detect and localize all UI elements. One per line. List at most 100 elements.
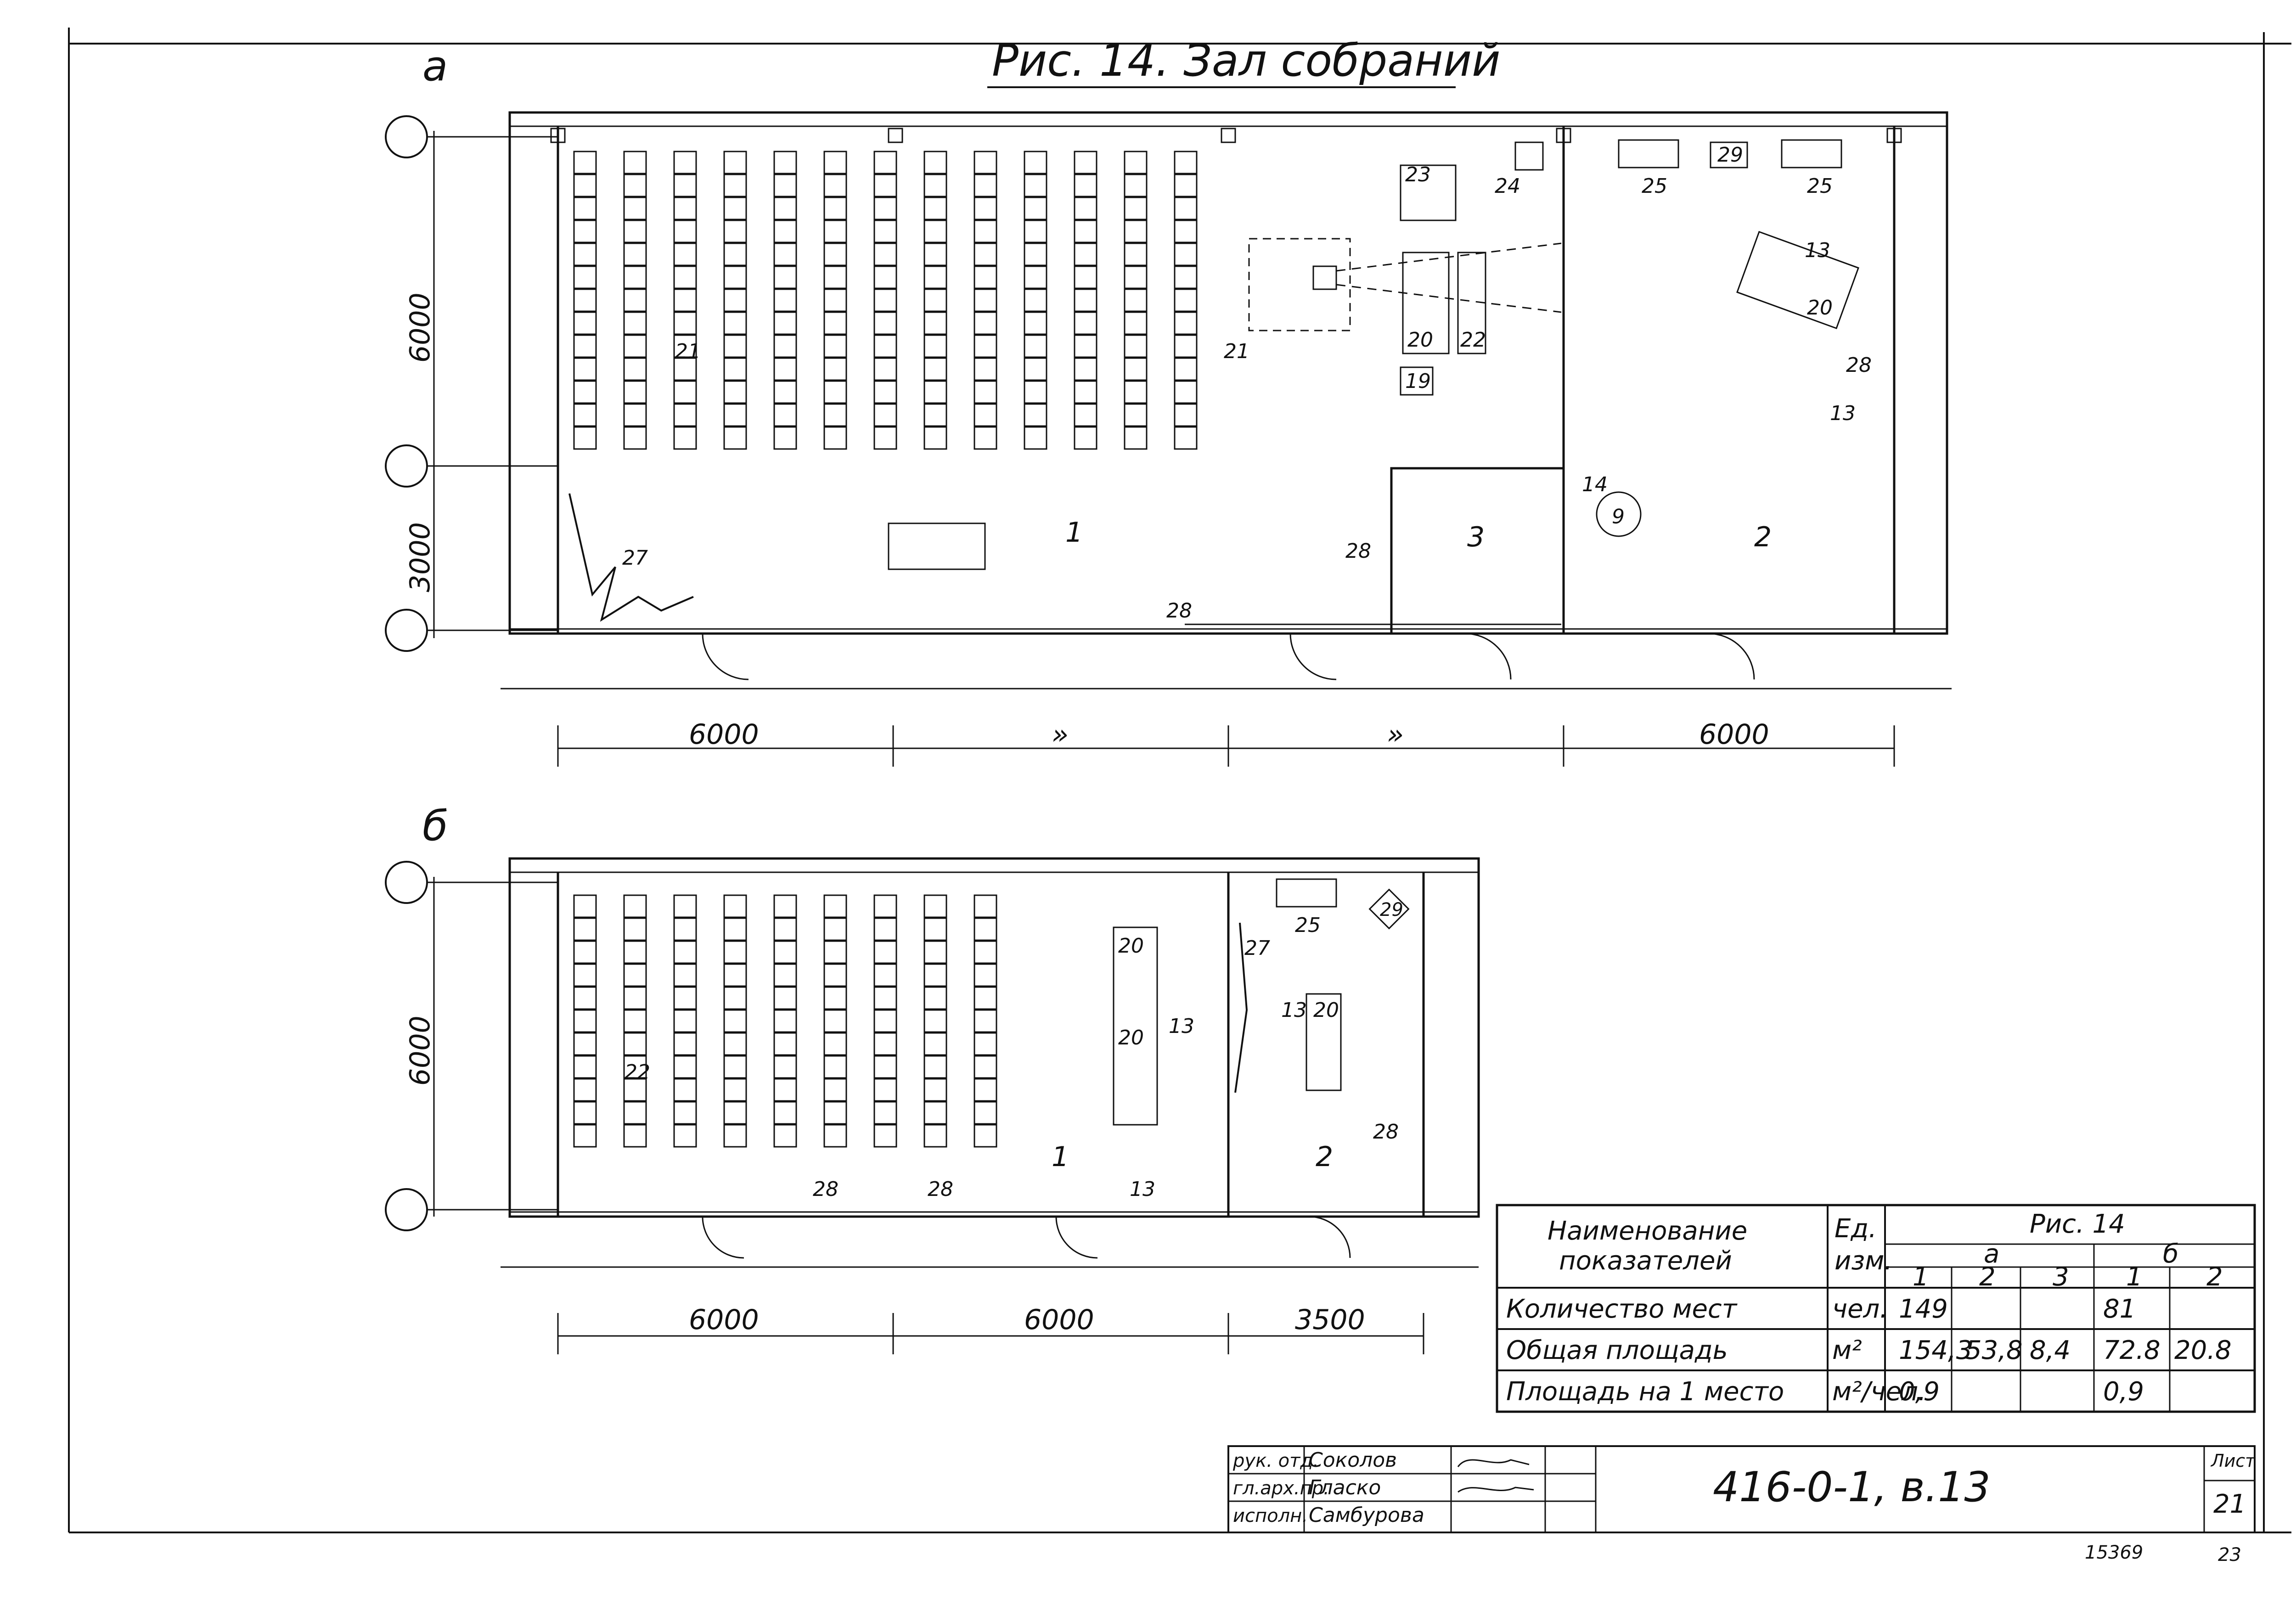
seat [673,1032,697,1056]
seat [873,1009,897,1033]
seat [873,403,897,427]
seat [773,986,797,1010]
seat [1174,151,1198,174]
door-swing [1464,633,1512,680]
plan-b [385,857,1480,1354]
seat [974,1009,997,1033]
seat [623,151,647,174]
seat [623,311,647,335]
seat [873,219,897,243]
seat [873,894,897,918]
seat [823,219,847,243]
seat [974,1055,997,1079]
dim-a-h1: 6000 [689,718,759,751]
seat-rows-b [573,894,997,1148]
seat [673,174,697,197]
seat [1024,403,1047,427]
seat [773,265,797,289]
seat [673,917,697,941]
equipment-29-b [1368,888,1410,930]
subheader: 2 [2206,1262,2223,1292]
seat [673,219,697,243]
seat [673,357,697,381]
seat [923,403,947,427]
seat [974,1101,997,1125]
column [888,128,903,143]
seat [1174,242,1198,266]
seat [673,963,697,987]
seat [974,219,997,243]
name-2: Гласко [1309,1476,1381,1499]
seat [1074,357,1097,381]
seat [623,242,647,266]
seat [623,288,647,312]
seat [623,1124,647,1148]
seat [974,288,997,312]
tag: 25 [1295,914,1321,937]
seat [723,986,747,1010]
seat [773,1032,797,1056]
seat [573,311,597,335]
equipment-24 [1514,141,1544,171]
seat [873,288,897,312]
seat [623,894,647,918]
seat [773,1078,797,1102]
tag: 28 [1166,599,1192,623]
seat [873,265,897,289]
seat [573,151,597,174]
seat [873,242,897,266]
seat [974,426,997,450]
column [550,128,566,143]
table-cell: 154,3 [1899,1335,1972,1365]
seat [673,242,697,266]
page-number: 23 [2218,1544,2241,1565]
seat [673,1009,697,1033]
seat [974,357,997,381]
seat [823,380,847,404]
seat [573,357,597,381]
seat [974,151,997,174]
seat [673,1078,697,1102]
door-swing [1308,1216,1351,1258]
tag: 13 [1130,1178,1155,1201]
figure-title: Рис. 14. Зал собраний [992,35,1501,86]
seat [573,894,597,918]
table-cell: 20.8 [2174,1335,2232,1365]
seat [923,311,947,335]
tag: 23 [1405,163,1431,186]
equipment-25 [1618,139,1679,168]
round-table-9 [1596,491,1642,537]
seat [673,1124,697,1148]
seat [1124,357,1148,381]
tag: 22 [1460,328,1486,352]
seat [1124,242,1148,266]
seat [723,174,747,197]
seat [873,380,897,404]
door-swing [1055,1216,1098,1259]
seat [623,1055,647,1079]
sheet-number: 21 [2213,1489,2246,1519]
seat [823,311,847,335]
name-3: Самбурова [1309,1504,1424,1527]
seat [773,1124,797,1148]
seat [923,426,947,450]
seat [723,1124,747,1148]
projector-icon [1312,265,1337,290]
seat [1074,174,1097,197]
dim-b-6000: 6000 [404,1016,436,1086]
seat [974,1124,997,1148]
seat [974,940,997,964]
seat [873,1124,897,1148]
seat [1024,196,1047,220]
seat [974,196,997,220]
seat [923,940,947,964]
seat [773,403,797,427]
tag: 29 [1380,899,1403,920]
seat [1124,311,1148,335]
header-unit-line1: Ед. [1835,1214,1877,1244]
seat [823,963,847,987]
name-1: Соколов [1309,1448,1397,1472]
table-20-b [1113,926,1158,1126]
seat [723,288,747,312]
